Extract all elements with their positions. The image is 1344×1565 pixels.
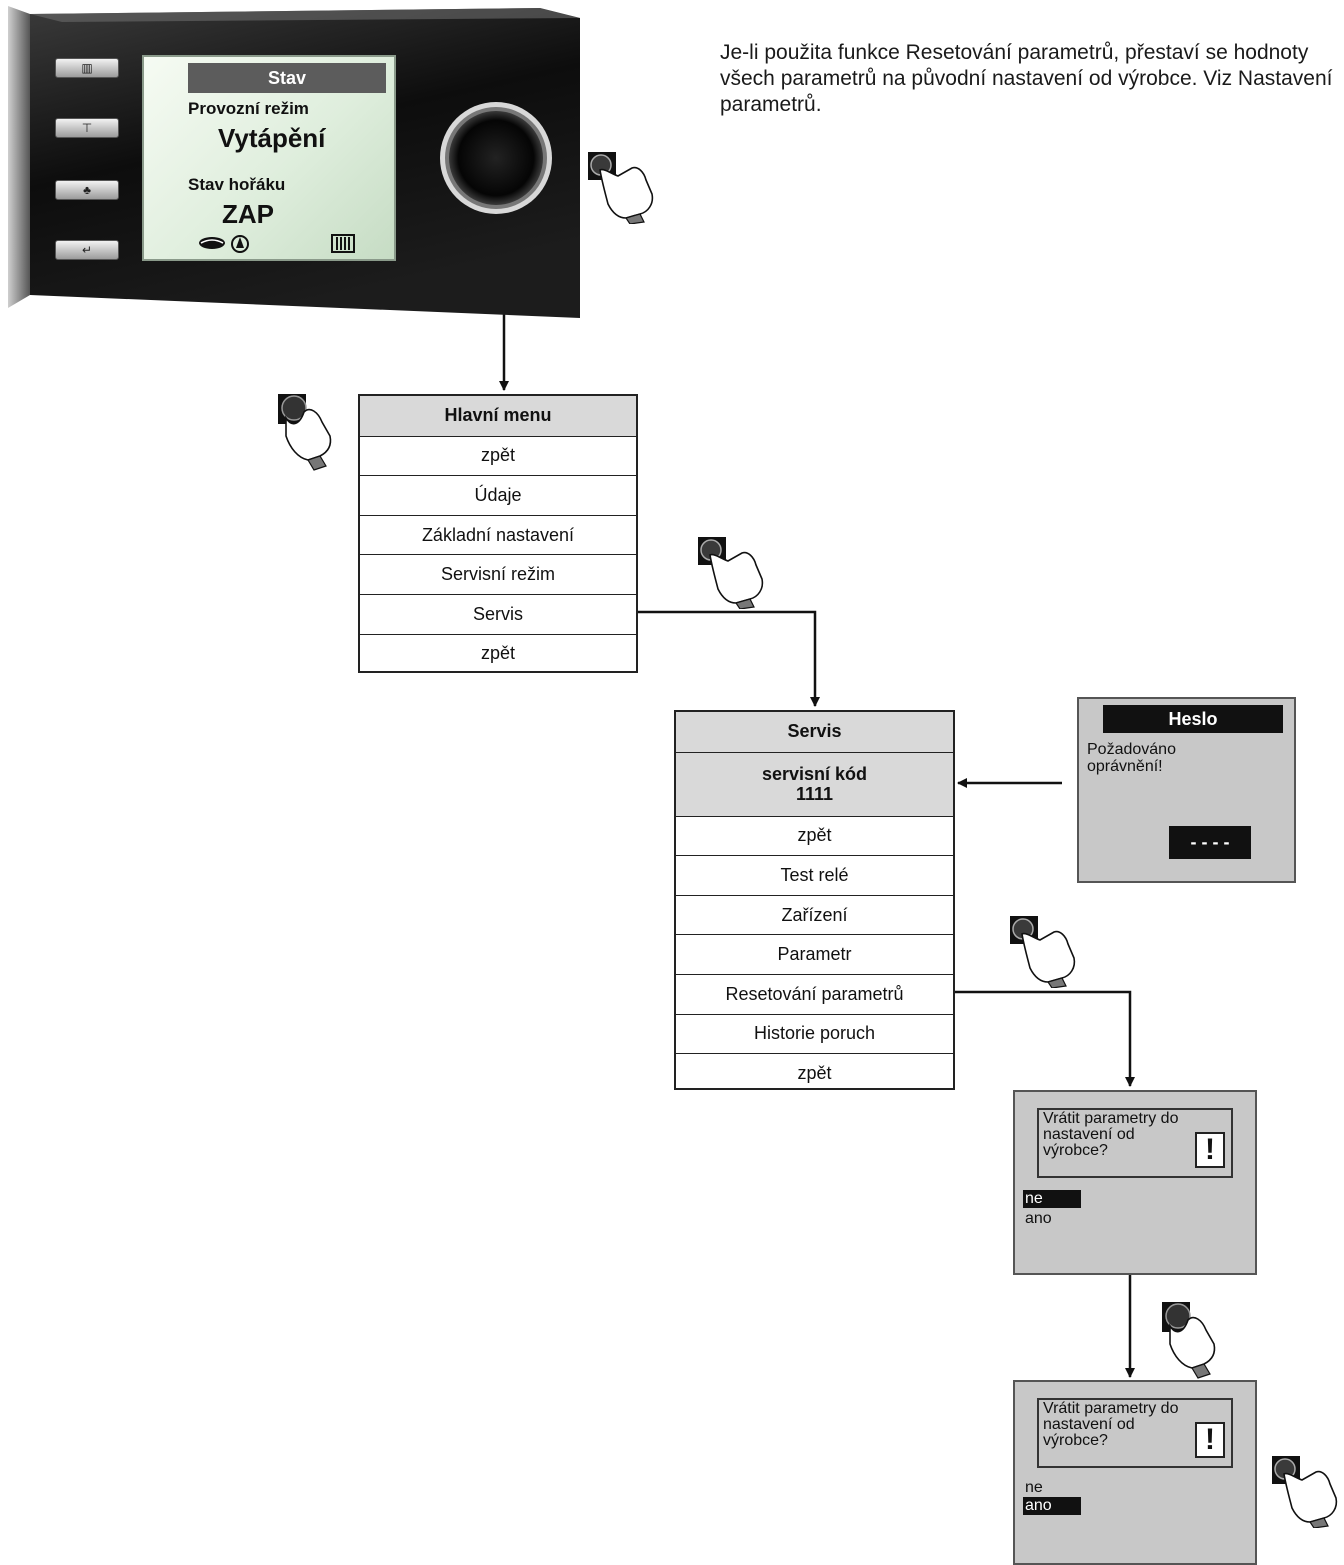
service-item-parameter[interactable]: Parametr xyxy=(676,934,953,974)
service-menu-title: Servis xyxy=(676,712,953,752)
hand-press-knob-icon xyxy=(1009,915,1076,988)
heating-button[interactable]: ▥ xyxy=(55,58,119,78)
reset-confirm-message-1: Vrátit parametry do nastavení od výrobce… xyxy=(1037,1108,1233,1178)
service-item-back[interactable]: zpět xyxy=(676,815,953,856)
operating-mode-label: Provozní režim xyxy=(188,99,309,118)
reset-confirm-text-2: Vrátit parametry do nastavení od výrobce… xyxy=(1043,1400,1179,1449)
password-input[interactable]: - - - - xyxy=(1169,826,1251,859)
service-item-reset-parameters[interactable]: Resetování parametrů xyxy=(676,973,953,1014)
rotary-knob[interactable] xyxy=(445,107,547,209)
chimney-sweep-icon: ♣ xyxy=(83,183,91,197)
password-dialog-title: Heslo xyxy=(1103,705,1283,733)
main-menu: Hlavní menu zpět Údaje Základní nastaven… xyxy=(358,394,638,673)
warning-icon: ! xyxy=(1195,1132,1225,1168)
reset-confirm-text-1: Vrátit parametry do nastavení od výrobce… xyxy=(1043,1110,1179,1159)
burner-state-value: ZAP xyxy=(222,199,274,229)
control-panel-device: ▥ ⊤ ♣ ↵ Stav Provozní režim Vytápění Sta… xyxy=(0,0,580,318)
display-title: Stav xyxy=(188,63,386,93)
option-yes-1[interactable]: ano xyxy=(1025,1210,1052,1227)
service-item-device[interactable]: Zařízení xyxy=(676,894,953,935)
service-item-relay-test[interactable]: Test relé xyxy=(676,855,953,895)
burner-state-label: Stav hořáku xyxy=(188,175,286,194)
main-menu-item-data[interactable]: Údaje xyxy=(360,475,636,515)
device-display: Stav Provozní režim Vytápění Stav hořáku… xyxy=(142,55,396,261)
description-text: Je-li použita funkce Resetování parametr… xyxy=(720,41,1333,116)
hot-water-button[interactable]: ⊤ xyxy=(55,118,119,138)
radiator-status-icon xyxy=(331,234,355,253)
service-item-back-bottom[interactable]: zpět xyxy=(676,1053,953,1093)
service-menu: Servis servisní kód 1111 zpět Test relé … xyxy=(674,710,955,1090)
chimney-sweep-button[interactable]: ♣ xyxy=(55,180,119,200)
connector-reset-to-dialog1 xyxy=(954,990,1135,1087)
hand-turn-knob-icon xyxy=(277,393,332,471)
password-dialog: Heslo Požadováno oprávnění! - - - - xyxy=(1077,697,1296,883)
main-menu-item-basic-settings[interactable]: Základní nastavení xyxy=(360,514,636,555)
radiator-icon: ▥ xyxy=(81,61,93,75)
password-dialog-message: Požadováno oprávnění! xyxy=(1087,741,1176,775)
service-code-label: servisní kód xyxy=(761,764,868,785)
main-menu-item-service-mode[interactable]: Servisní režim xyxy=(360,554,636,594)
main-menu-item-back-bottom[interactable]: zpět xyxy=(360,633,636,674)
tap-icon: ⊤ xyxy=(81,121,93,135)
reset-confirm-dialog-1: Vrátit parametry do nastavení od výrobce… xyxy=(1013,1090,1257,1275)
reset-confirm-dialog-2: Vrátit parametry do nastavení od výrobce… xyxy=(1013,1380,1257,1565)
option-no-1[interactable]: ne xyxy=(1023,1190,1081,1208)
warning-icon: ! xyxy=(1195,1422,1225,1458)
main-menu-title: Hlavní menu xyxy=(360,396,636,436)
hand-press-knob-icon xyxy=(1271,1455,1338,1528)
main-menu-item-back[interactable]: zpět xyxy=(360,435,636,476)
connector-servis-to-service-menu xyxy=(637,610,820,707)
service-item-fault-history[interactable]: Historie poruch xyxy=(676,1013,953,1054)
return-arrow-icon: ↵ xyxy=(81,243,93,257)
hand-turn-knob-icon xyxy=(1161,1301,1216,1379)
option-yes-2[interactable]: ano xyxy=(1023,1497,1081,1515)
reset-confirm-message-2: Vrátit parametry do nastavení od výrobce… xyxy=(1037,1398,1233,1468)
display-status-icons xyxy=(199,234,355,253)
pump-icon xyxy=(231,235,249,253)
hand-press-knob-icon xyxy=(697,536,764,609)
option-no-2[interactable]: ne xyxy=(1025,1479,1043,1496)
operating-mode-value: Vytápění xyxy=(218,123,326,153)
service-code-value: 1111 xyxy=(795,784,834,805)
hand-press-knob-icon xyxy=(587,151,654,224)
main-menu-item-service[interactable]: Servis xyxy=(360,593,636,634)
service-code-row[interactable]: servisní kód 1111 xyxy=(676,751,953,816)
back-button[interactable]: ↵ xyxy=(55,240,119,260)
flame-icon xyxy=(199,237,225,249)
